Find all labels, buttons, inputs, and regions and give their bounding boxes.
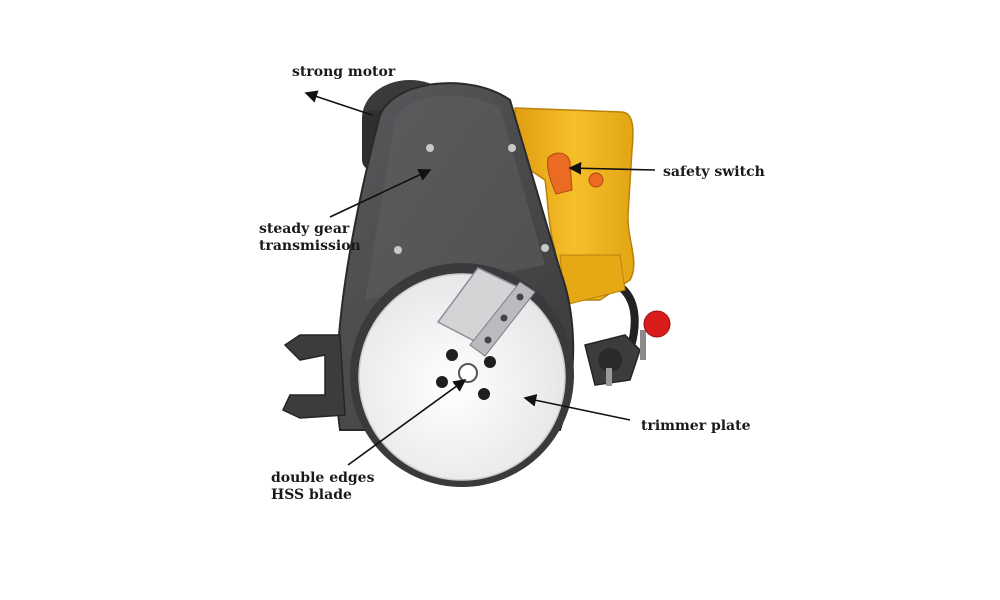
label-steady-gear-transmission: steady gear transmission	[259, 221, 361, 255]
red-knob-icon	[643, 310, 671, 338]
trimmer-plate	[350, 263, 574, 487]
label-strong-motor-text: strong motor	[292, 64, 396, 80]
label-trimmer-plate: trimmer plate	[641, 418, 751, 435]
hss-blade	[436, 267, 536, 357]
safety-switch-icon	[547, 152, 604, 195]
leader-lines	[304, 90, 656, 466]
handle	[514, 107, 635, 306]
label-double-edges-hss-blade: double edges HSS blade	[271, 470, 374, 504]
base-bracket	[282, 334, 346, 419]
label-gear-line1: steady gear	[259, 221, 350, 237]
label-safety-switch-text: safety switch	[663, 164, 765, 180]
label-strong-motor: strong motor	[292, 64, 395, 81]
label-blade-line1: double edges	[271, 470, 375, 486]
label-trimmer-plate-text: trimmer plate	[641, 418, 751, 434]
label-gear-line2: transmission	[259, 238, 361, 254]
clamp	[584, 330, 646, 386]
label-blade-line2: HSS blade	[271, 487, 352, 503]
label-safety-switch: safety switch	[663, 164, 765, 181]
